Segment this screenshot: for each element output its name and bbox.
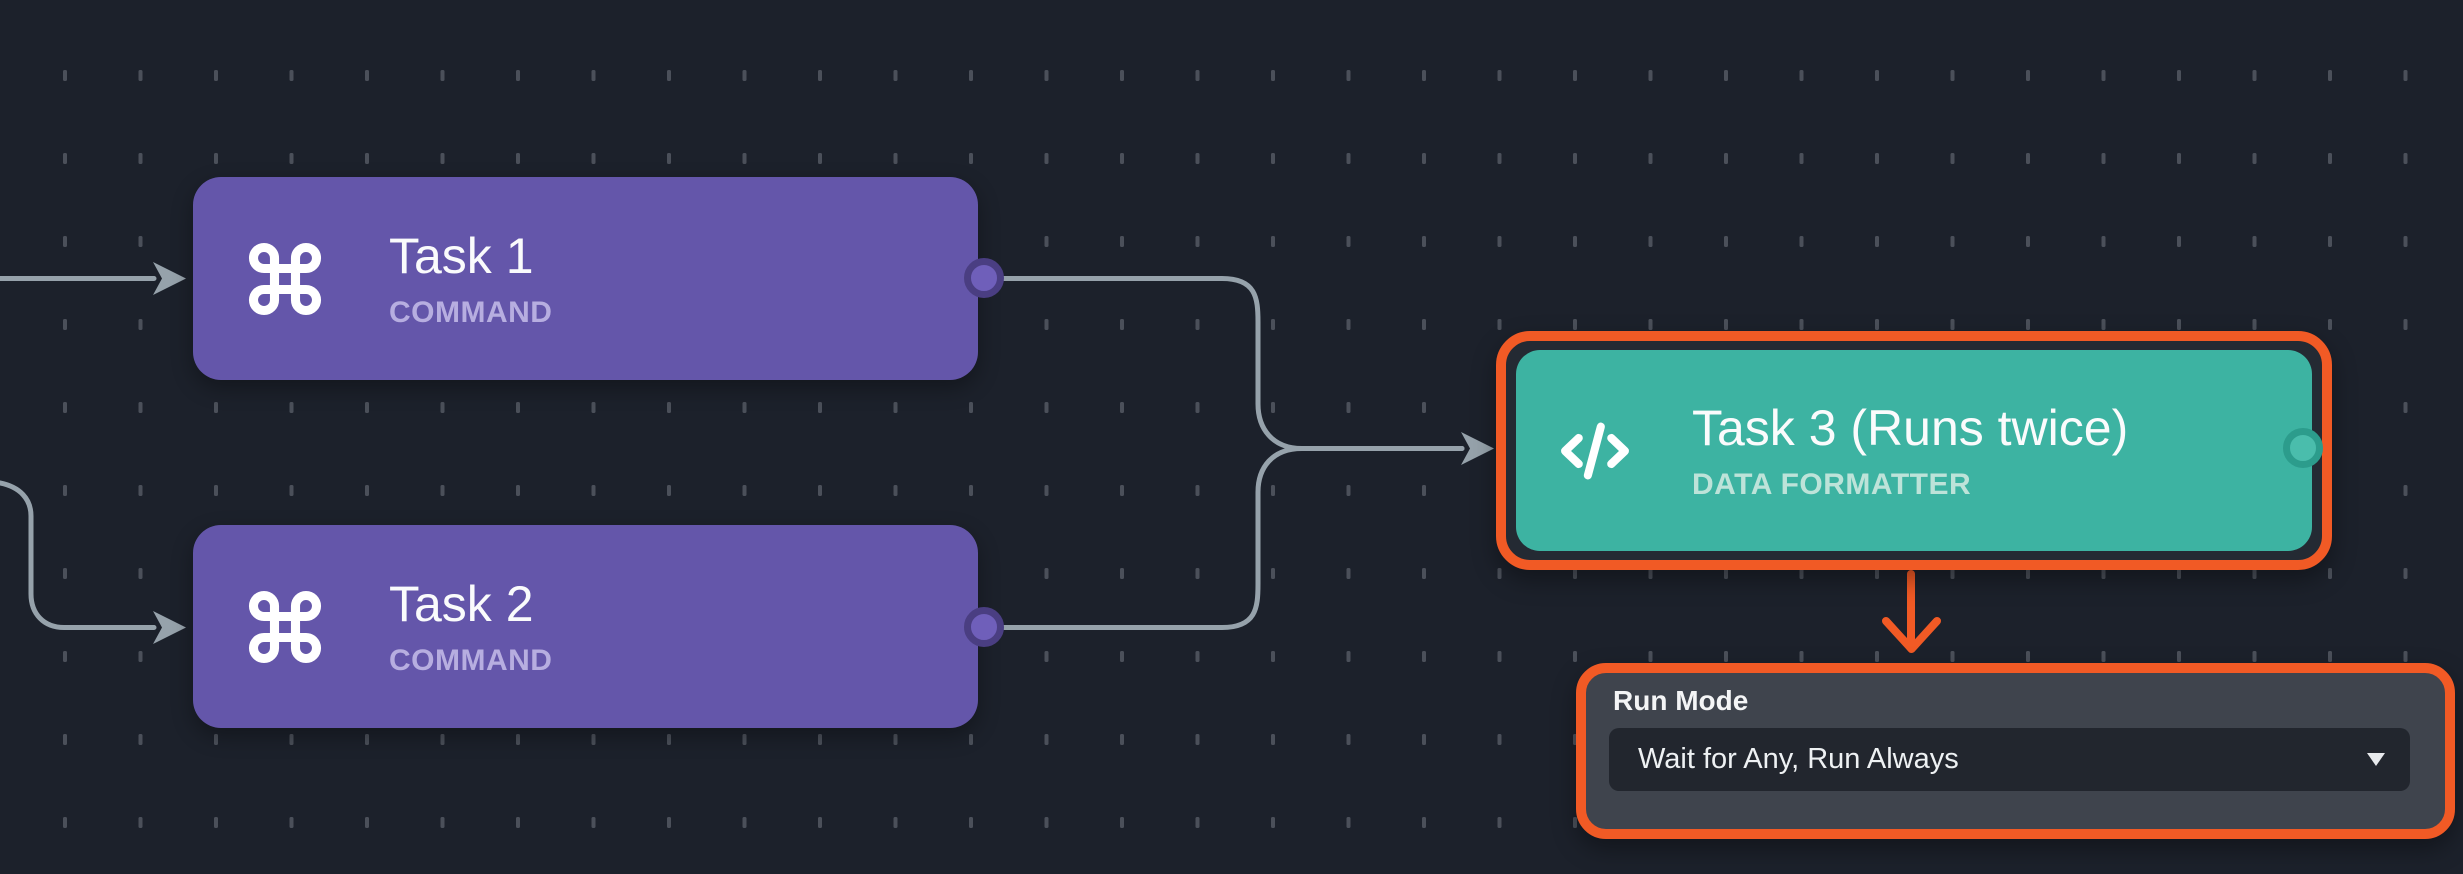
output-port-task-2[interactable] <box>964 607 1004 647</box>
node-task-1[interactable]: Task 1 COMMAND <box>193 177 978 380</box>
node-task-2[interactable]: Task 2 COMMAND <box>193 525 978 728</box>
node-subtitle: COMMAND <box>389 643 553 677</box>
edge-task-2-to-task-3 <box>1001 446 1465 630</box>
run-mode-select[interactable]: Wait for Any, Run Always <box>1609 728 2410 791</box>
node-title: Task 1 <box>389 227 534 284</box>
run-mode-panel: Run Mode Wait for Any, Run Always <box>1576 663 2455 839</box>
node-subtitle: COMMAND <box>389 295 553 329</box>
node-subtitle: DATA FORMATTER <box>1692 467 1972 501</box>
node-task-3[interactable]: Task 3 (Runs twice) DATA FORMATTER <box>1516 350 2312 551</box>
command-icon <box>243 585 327 669</box>
edge-task-1-to-task-3 <box>1001 276 1465 451</box>
run-mode-label: Run Mode <box>1613 685 1749 716</box>
command-icon <box>243 237 327 321</box>
output-port-task-3[interactable] <box>2283 428 2323 468</box>
arrowhead-into-task-1 <box>153 262 186 295</box>
arrowhead-into-task-2 <box>153 611 186 644</box>
edge-into-task-2 <box>0 480 157 630</box>
arrowhead-into-task-3 <box>1461 432 1494 465</box>
highlight-connector-arrowhead <box>1882 617 1941 653</box>
output-port-task-1[interactable] <box>964 258 1004 298</box>
caret-down-icon <box>2367 753 2385 766</box>
node-title: Task 2 <box>389 575 534 632</box>
code-icon <box>1556 412 1634 490</box>
node-title: Task 3 (Runs twice) <box>1692 399 2129 456</box>
node-task-3-highlight: Task 3 (Runs twice) DATA FORMATTER <box>1496 331 2332 570</box>
run-mode-select-value: Wait for Any, Run Always <box>1638 743 1959 775</box>
